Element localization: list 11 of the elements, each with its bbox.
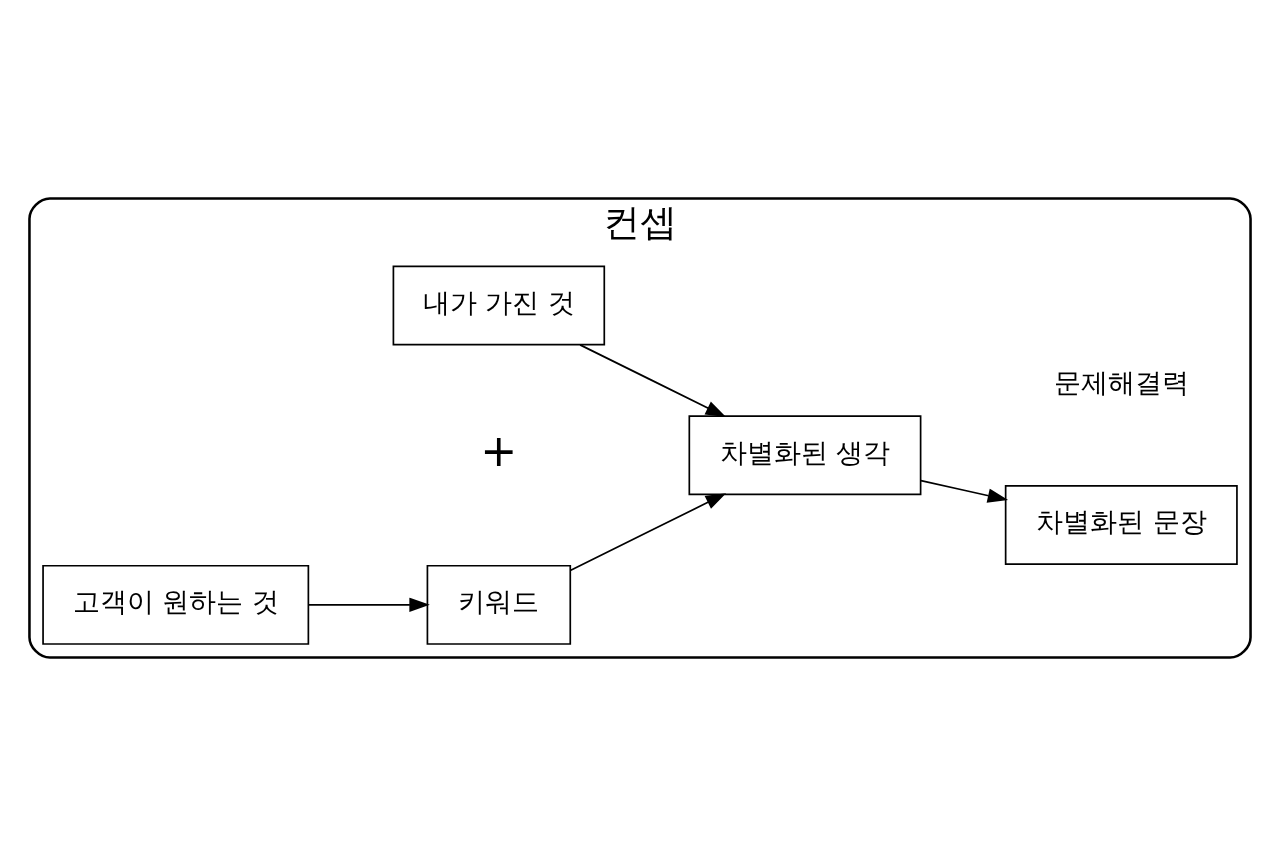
node-box: 키워드 xyxy=(426,564,572,645)
arrow xyxy=(920,479,1009,503)
label: 문제해결력 xyxy=(1053,366,1189,398)
node-box: 고객이 원하는 것 xyxy=(42,564,310,645)
node-box: 차별화된 문장 xyxy=(1004,484,1238,565)
arrow xyxy=(307,597,430,612)
arrow xyxy=(579,343,727,417)
node-box: 내가 가진 것 xyxy=(392,265,606,346)
node-box: 차별화된 생각 xyxy=(688,414,922,495)
arrow xyxy=(569,492,727,571)
label: + xyxy=(480,424,518,476)
